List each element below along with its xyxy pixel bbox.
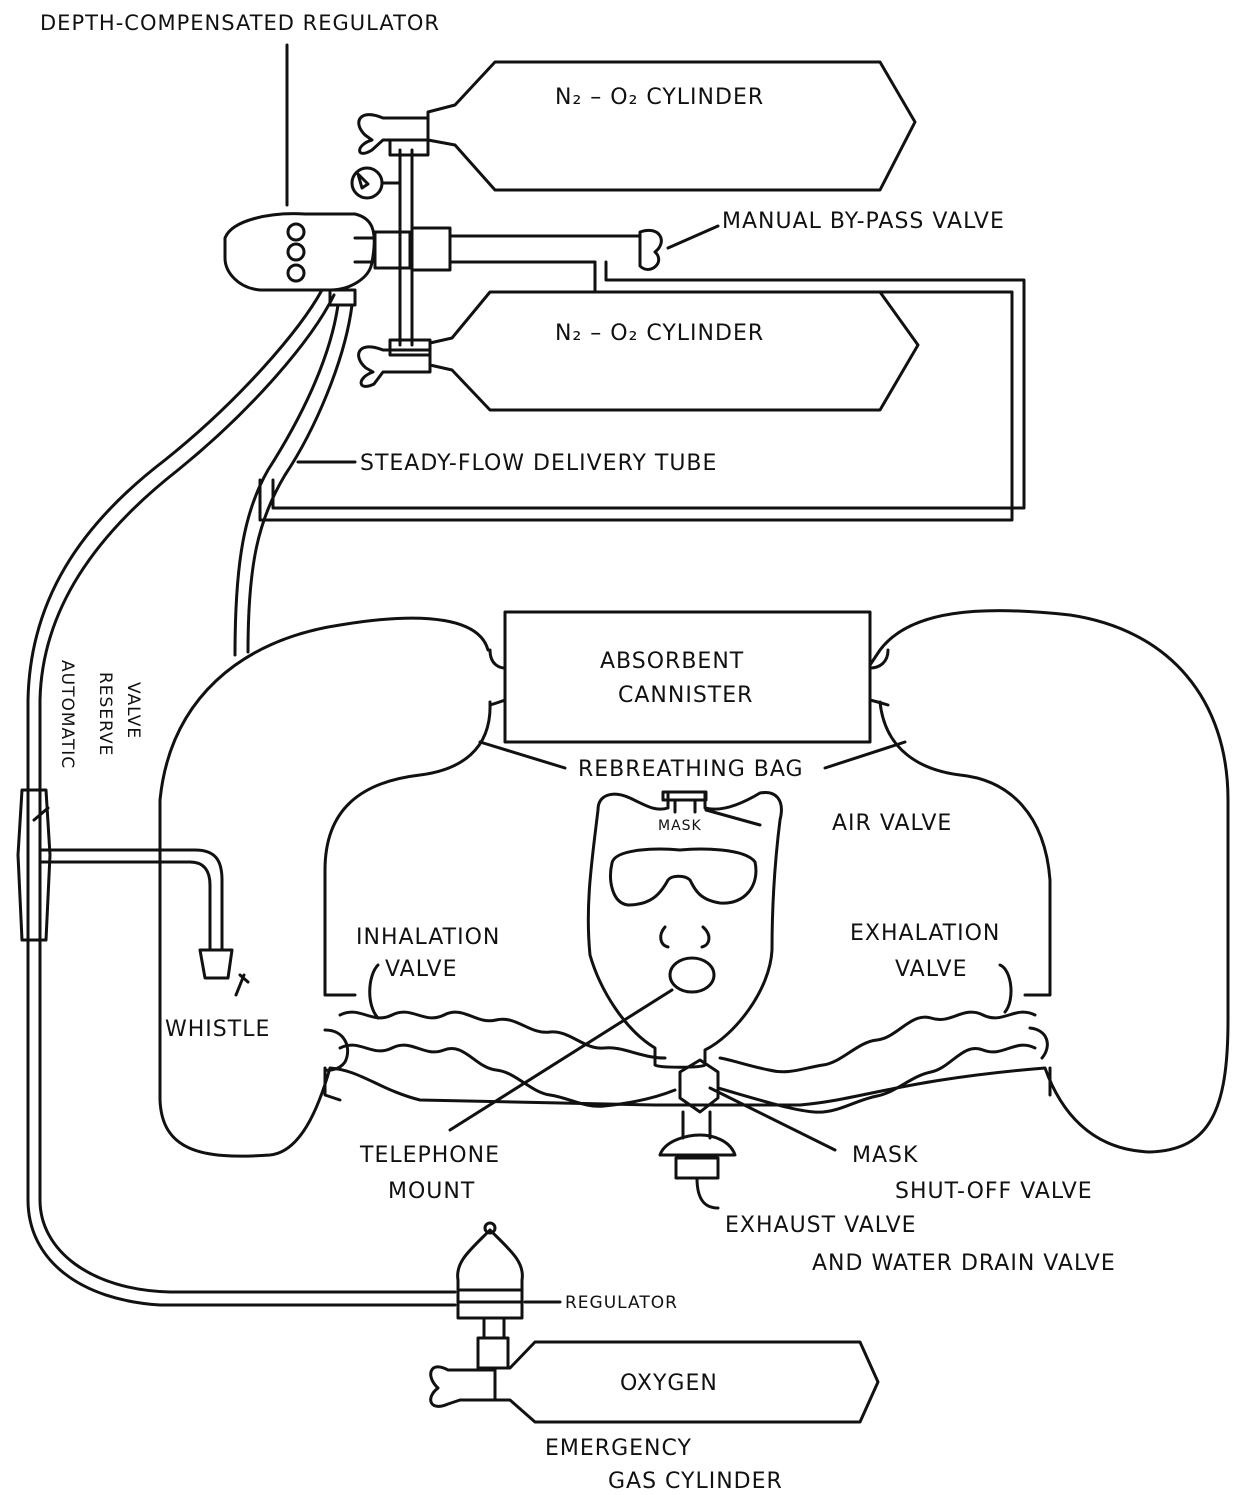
inhalation-label-line2: VALVE [385, 957, 457, 982]
exhalation-label-line2: VALVE [895, 957, 967, 982]
manual-bypass-valve-knob [640, 230, 661, 269]
inhalation-label-line1: INHALATION [356, 925, 500, 950]
reserve-valve-label-group: AUTOMATIC [57, 660, 77, 769]
exhaust-label-line2: AND WATER DRAIN VALVE [812, 1251, 1116, 1276]
steady-flow-piping [260, 262, 1024, 520]
oxygen-label: OXYGEN [620, 1371, 718, 1396]
steady-flow-label: STEADY-FLOW DELIVERY TUBE [360, 451, 717, 476]
mask-shutoff-label-line1: MASK [852, 1143, 918, 1168]
mask-shutoff-label-line2: SHUT-OFF VALVE [895, 1179, 1093, 1204]
absorbent-label-line2: CANNISTER [618, 683, 753, 708]
exhaust-valve [660, 1112, 735, 1178]
automatic-reserve-valve [18, 790, 50, 940]
depth-regulator [225, 214, 375, 305]
rebreathing-bag-label: REBREATHING BAG [578, 757, 804, 782]
whistle [200, 950, 248, 995]
reserve-label-line3-group: VALVE [123, 682, 143, 739]
mask-small-label: MASK [658, 818, 702, 834]
exhalation-label-line1: EXHALATION [850, 921, 1000, 946]
oxygen-cylinder-valve-handle [431, 1367, 495, 1407]
manual-bypass-label: MANUAL BY-PASS VALVE [722, 209, 1005, 234]
top-cylinder-label: N₂ – O₂ CYLINDER [555, 85, 764, 110]
depth-regulator-label: DEPTH-COMPENSATED REGULATOR [40, 11, 440, 35]
exhaust-label-line1: EXHAUST VALVE [725, 1213, 917, 1238]
air-valve-label: AIR VALVE [832, 811, 952, 836]
whistle-label: WHISTLE [165, 1017, 270, 1042]
pressure-gauge-icon [352, 168, 400, 198]
reserve-label-line3: VALVE [123, 682, 143, 739]
telephone-label-line2: MOUNT [388, 1179, 475, 1204]
top-cylinder-valve-handle [359, 115, 428, 154]
emergency-label-line1: EMERGENCY [545, 1436, 692, 1461]
whistle-line [40, 850, 222, 950]
regulator-label: REGULATOR [565, 1293, 678, 1313]
telephone-label-line1: TELEPHONE [359, 1143, 500, 1168]
bottom-cylinder-valve-handle [359, 347, 430, 387]
absorbent-cannister [490, 612, 888, 742]
emergency-regulator [458, 1223, 523, 1368]
bottom-cylinder-label: N₂ – O₂ CYLINDER [555, 321, 764, 346]
absorbent-label-line1: ABSORBENT [600, 649, 744, 674]
reserve-label-line2: RESERVE [95, 672, 115, 756]
top-n2o2-cylinder [428, 62, 915, 190]
emergency-label-line2: GAS CYLINDER [608, 1469, 783, 1494]
bottom-n2o2-cylinder [430, 292, 918, 410]
exhalation-breathing-tube [718, 1012, 1035, 1112]
reserve-label-line1: AUTOMATIC [57, 660, 77, 769]
reserve-label-line2-group: RESERVE [95, 672, 115, 756]
